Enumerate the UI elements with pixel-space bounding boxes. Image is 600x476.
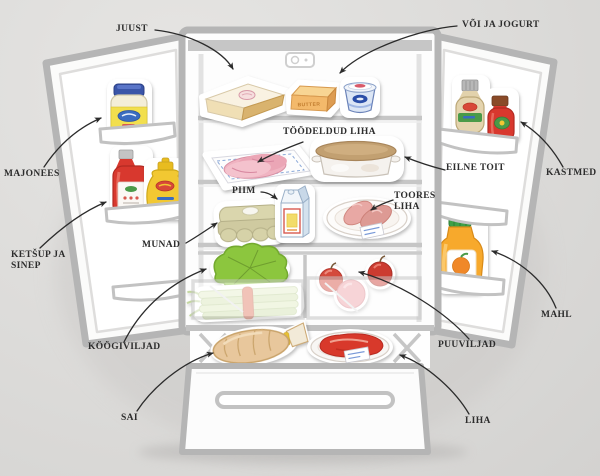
- label-piim: PIIM: [232, 186, 256, 196]
- arrows: [39, 25, 564, 415]
- casserole-icon: [310, 136, 404, 182]
- meat-plate-icon: [307, 329, 393, 365]
- label-liha: LIHA: [465, 416, 491, 426]
- label-koogiviljad: KÖÖGIVILJAD: [88, 342, 161, 352]
- arrow-liha: [399, 354, 470, 415]
- arrow-sai: [136, 351, 214, 412]
- arrow-juust: [154, 29, 234, 70]
- butter-icon: BUTTER: [285, 79, 343, 118]
- butter-label-text: BUTTER: [298, 102, 321, 109]
- yogurt-icon: [340, 77, 380, 118]
- label-toodeldud-liha: TÖÖDELDUD LIHA: [283, 127, 376, 137]
- label-eilne-toit: EILNE TOIT: [446, 163, 505, 173]
- arrow-ketsup-ja-sinep: [39, 201, 107, 249]
- label-juust: JUUST: [116, 24, 148, 34]
- raw-meat-icon: [323, 197, 411, 240]
- sauce-bottles-icon: [452, 75, 519, 144]
- label-majonees: MAJONEES: [4, 169, 60, 179]
- label-sai: SAI: [121, 413, 138, 423]
- crisper-fronts: [191, 276, 422, 320]
- arrow-kastmed: [520, 121, 564, 168]
- label-toores-liha: TOORES LIHA: [394, 191, 436, 213]
- label-ketsup-ja-sinep: KETŠUP JA SINEP: [11, 250, 66, 272]
- arrow-puuviljad: [358, 270, 470, 340]
- arrow-munad: [185, 222, 218, 244]
- arrow-toores-liha: [370, 199, 394, 211]
- arrow-mahl: [491, 250, 557, 309]
- fridge-light-icon: [285, 52, 315, 68]
- arrow-eilne-toit: [404, 156, 446, 171]
- label-kastmed: KASTMED: [546, 168, 597, 178]
- label-mahl: MAHL: [541, 310, 572, 320]
- milk-icon: [275, 184, 315, 243]
- freezer-drawer-front: [179, 363, 431, 455]
- arrow-piim: [260, 191, 278, 200]
- arrow-majonees: [43, 117, 102, 168]
- arrow-voi-ja-jogurt: [339, 25, 458, 74]
- arrow-toodeldud-liha: [257, 141, 304, 163]
- label-munad: MUNAD: [142, 240, 181, 250]
- freezer-drawer-handle: [215, 391, 395, 409]
- eggs-icon: [213, 198, 287, 248]
- arrow-koogiviljad: [123, 268, 207, 343]
- ketchup-icon: [110, 146, 153, 219]
- label-voi-ja-jogurt: VÕI JA JOGURT: [462, 20, 540, 30]
- cheese-icon: [199, 76, 293, 127]
- label-puuviljad: PUUVILJAD: [438, 340, 497, 350]
- bread-icon: [210, 320, 310, 366]
